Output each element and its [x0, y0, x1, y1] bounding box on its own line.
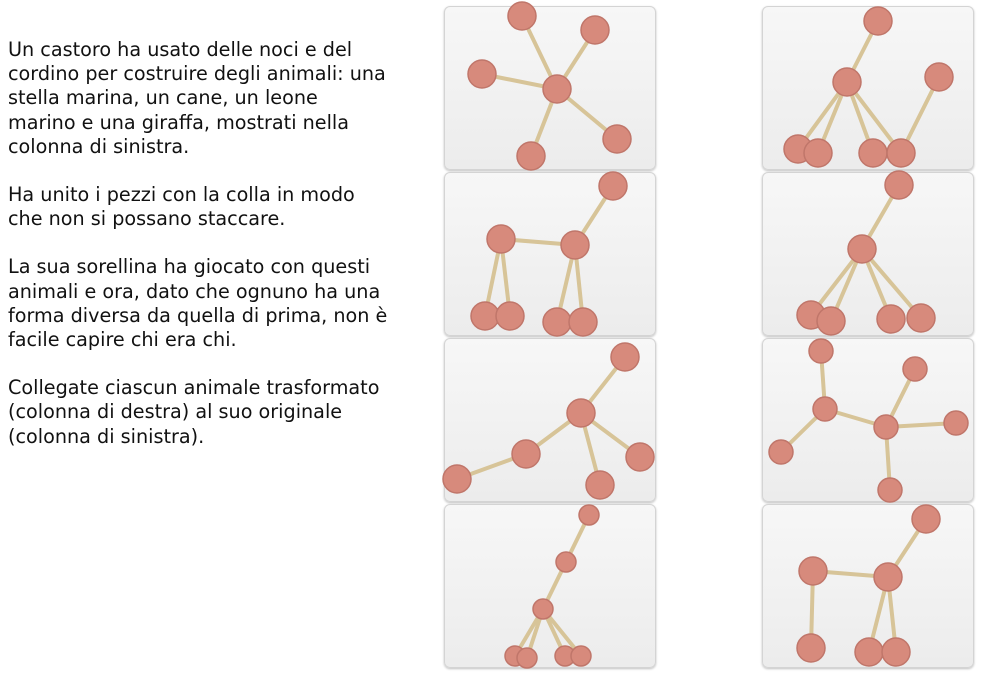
nut-icon: [924, 62, 954, 92]
transformed-figure-3: [768, 338, 969, 503]
nut-icon: [876, 304, 906, 334]
nut-icon: [884, 170, 914, 200]
transformed-animal-card-2[interactable]: [762, 170, 974, 336]
nut-icon: [812, 396, 838, 422]
nut-icon: [542, 74, 572, 104]
transformed-animal-card-1[interactable]: [762, 6, 974, 170]
transformed-animal-card-3[interactable]: [762, 338, 974, 503]
transformed-animal-card-4[interactable]: [762, 504, 974, 668]
nut-icon: [911, 504, 941, 534]
nut-icon: [610, 342, 640, 372]
nut-icon: [906, 303, 936, 333]
nut-icon: [555, 551, 577, 573]
nut-icon: [516, 647, 538, 669]
nut-icon: [470, 301, 500, 331]
nut-icon: [796, 633, 826, 663]
original-starfish-card[interactable]: [444, 1, 656, 171]
nut-icon: [625, 442, 655, 472]
nut-icon: [886, 138, 916, 168]
nut-icon: [516, 141, 546, 171]
nut-icon: [832, 67, 862, 97]
dog-figure: [470, 171, 628, 337]
nut-icon: [566, 398, 596, 428]
sea-lion-figure: [442, 342, 655, 500]
nut-icon: [580, 15, 610, 45]
nut-icon: [532, 598, 554, 620]
nut-icon: [585, 470, 615, 500]
nut-icon: [902, 356, 928, 382]
original-sea-lion-card[interactable]: [442, 338, 656, 502]
transformed-figure-2: [796, 170, 936, 336]
nut-icon: [798, 556, 828, 586]
original-dog-card[interactable]: [444, 171, 656, 337]
nut-icon: [816, 306, 846, 336]
instructions-text: Un castoro ha usato delle noci e del cor…: [8, 38, 390, 473]
giraffe-figure: [504, 504, 600, 669]
original-giraffe-card[interactable]: [444, 504, 656, 669]
nut-icon: [943, 410, 969, 436]
nut-icon: [803, 138, 833, 168]
nut-icon: [495, 301, 525, 331]
nut-icon: [847, 234, 877, 264]
nut-icon: [854, 637, 884, 667]
nut-icon: [568, 307, 598, 337]
nut-icon: [511, 439, 541, 469]
nut-icon: [560, 230, 590, 260]
nut-icon: [881, 637, 911, 667]
nut-icon: [598, 171, 628, 201]
instructions-paragraph-4: Collegate ciascun animale trasformato (c…: [8, 376, 380, 448]
instructions-paragraph-3: La sua sorellina ha giocato con questi a…: [8, 255, 388, 352]
nut-icon: [768, 439, 794, 465]
nut-icon: [808, 338, 834, 364]
instructions-paragraph-1: Un castoro ha usato delle noci e del cor…: [8, 38, 386, 158]
nut-icon: [442, 464, 472, 494]
nut-icon: [570, 645, 592, 667]
nut-icon: [507, 1, 537, 31]
nut-icon: [467, 59, 497, 89]
nut-icon: [542, 307, 572, 337]
nut-icon: [602, 124, 632, 154]
starfish-figure: [467, 1, 632, 171]
nut-icon: [858, 138, 888, 168]
instructions-paragraph-2: Ha unito i pezzi con la colla in modo ch…: [8, 183, 355, 231]
transformed-figure-1: [783, 6, 954, 168]
nut-icon: [873, 414, 899, 440]
nut-icon: [877, 477, 903, 503]
nut-icon: [873, 562, 903, 592]
nut-icon: [863, 6, 893, 36]
transformed-figure-4: [796, 504, 941, 667]
nut-icon: [578, 504, 600, 526]
nut-icon: [486, 224, 516, 254]
